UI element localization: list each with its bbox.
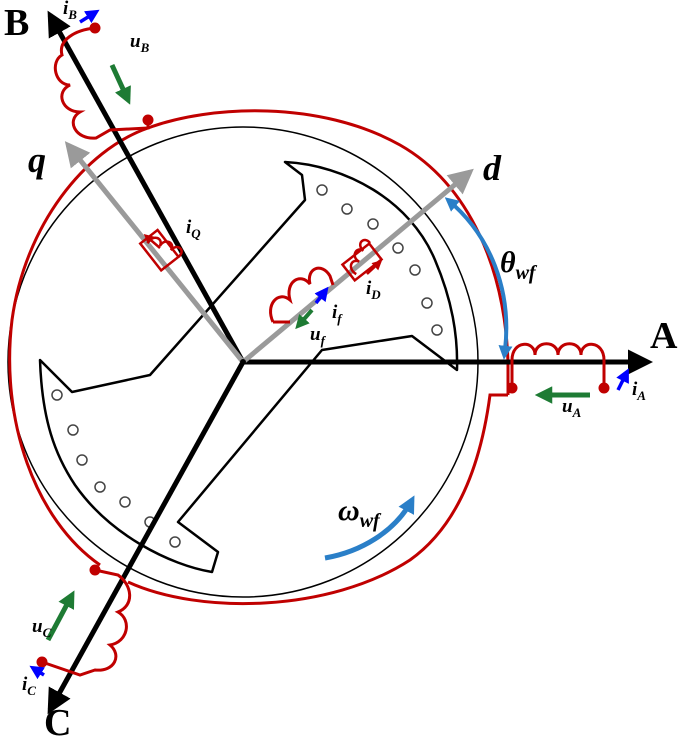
iA-arrow [616, 368, 629, 391]
coil-C [36, 564, 132, 677]
damper-bars [51, 184, 443, 548]
label-A: A [650, 315, 678, 357]
iD-arrow [366, 259, 383, 275]
phase-axes [47, 10, 653, 715]
damper-coil-D [340, 238, 384, 283]
if-arrow [314, 286, 329, 305]
rotor-center [240, 359, 246, 365]
axis-q [64, 141, 245, 364]
label-d: d [483, 148, 502, 188]
uf-arrow [295, 308, 314, 330]
damper-current-arrows [143, 234, 383, 275]
label-uf: uf [310, 324, 327, 348]
label-uA: uA [562, 396, 582, 420]
rotor [38, 160, 459, 574]
iQ-arrow [143, 234, 161, 249]
label-C: C [44, 702, 71, 740]
label-iA: iA [632, 379, 646, 403]
label-if: if [332, 302, 343, 326]
label-uB: uB [130, 31, 150, 55]
axis-B [47, 10, 246, 364]
uB-arrow [109, 63, 131, 105]
axis-d [241, 168, 474, 364]
label-omega-wf: ωwf [338, 494, 382, 532]
axis-C [47, 360, 246, 715]
iC-arrow [29, 665, 46, 680]
label-iQ: iQ [186, 217, 201, 241]
coil-B [53, 22, 154, 140]
current-arrows [29, 9, 629, 680]
field-winding [269, 266, 335, 324]
uC-arrow [45, 590, 75, 642]
theta-wf-arc [444, 197, 513, 360]
coil-A [506, 342, 610, 394]
stator-winding-loop [8, 109, 510, 606]
iB-arrow [79, 9, 100, 24]
omega-wf-arc [324, 495, 415, 561]
label-theta-wf: θwf [500, 246, 538, 284]
label-uC: uC [32, 616, 52, 640]
label-iC: iC [22, 674, 36, 698]
dq-axes [64, 141, 474, 364]
label-iD: iD [366, 278, 381, 302]
label-q: q [28, 140, 46, 180]
label-B: B [4, 2, 29, 44]
label-iB: iB [63, 0, 77, 22]
voltage-arrows [45, 63, 590, 642]
